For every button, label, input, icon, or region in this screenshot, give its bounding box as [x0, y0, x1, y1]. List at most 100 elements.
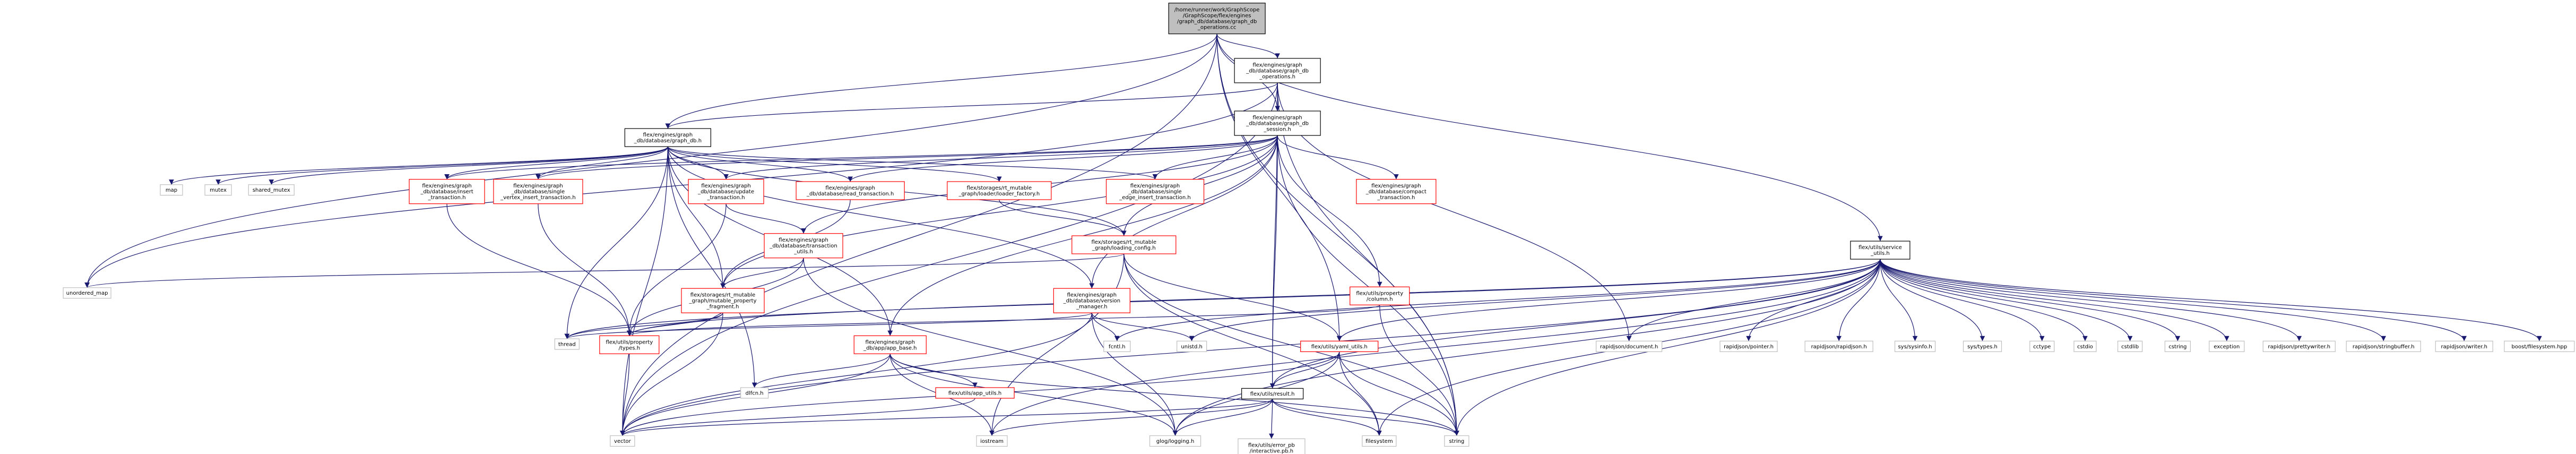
node-label-dlfcn-line-0: dlfcn.h — [746, 390, 764, 396]
edge-graph_db_h-to-shared_mutex — [269, 146, 669, 185]
edge-ops_h-to-unordered_map — [84, 82, 1278, 288]
node-result_h[interactable]: flex/utils/result.h — [1241, 388, 1304, 400]
node-root[interactable]: /home/runner/work/GraphScope/GraphScope/… — [1168, 3, 1266, 35]
node-box-boost_fs — [2504, 340, 2575, 352]
node-box-unordered_map — [63, 287, 111, 299]
node-app_utils[interactable]: flex/utils/app_utils.h — [935, 387, 1015, 399]
edge-session_h-to-single_vertex — [535, 135, 1278, 180]
node-label-cstdio-line-0: cstdio — [2077, 344, 2093, 350]
node-label-single_edge-line-1: _db/database/single — [1128, 189, 1181, 195]
node-box-yaml_utils — [1300, 340, 1379, 352]
node-label-mutable_fragment-line-1: _graph/mutable_property — [689, 298, 757, 304]
node-label-loading_config-line-1: _graph/loading_config.h — [1092, 245, 1156, 251]
node-insert_txn[interactable]: flex/engines/graph_db/database/insert_tr… — [409, 179, 485, 204]
node-iostream: iostream — [976, 435, 1008, 447]
node-property_column[interactable]: flex/utils/property/column.h — [1350, 286, 1410, 305]
edge-loader_factory-to-loading_config — [999, 199, 1127, 236]
node-label-vector-line-0: vector — [614, 439, 632, 444]
node-box-root — [1168, 3, 1266, 35]
node-txn_utils[interactable]: flex/engines/graph_db/database/transacti… — [764, 233, 843, 259]
node-box-loader_factory — [947, 181, 1052, 200]
node-label-unistd-line-0: unistd.h — [1181, 344, 1202, 350]
edge-app_base-to-glog — [889, 354, 1178, 436]
node-mutex: mutex — [204, 184, 232, 196]
node-box-service_utils_h — [1850, 241, 1911, 260]
node-label-insert_txn-line-1: _db/database/insert — [420, 189, 473, 195]
node-read_txn[interactable]: flex/engines/graph_db/database/read_tran… — [796, 181, 905, 200]
edge-root-to-unordered_map — [84, 33, 1217, 288]
edge-service_utils_h-to-boost_fs — [1880, 259, 2542, 341]
edge-graph_db_h-to-version_manager — [667, 147, 1095, 289]
node-label-read_txn-line-1: _db/database/read_transaction.h — [806, 191, 894, 197]
node-label-rj_pointer-line-0: rapidjson/pointer.h — [1724, 344, 1774, 350]
node-label-session_h-line-0: flex/engines/graph — [1252, 115, 1302, 121]
node-version_manager[interactable]: flex/engines/graph_db/database/version_m… — [1053, 288, 1130, 313]
node-label-compact_txn-line-1: _db/database/compact — [1365, 189, 1427, 195]
node-box-string — [1444, 435, 1469, 447]
node-single_edge[interactable]: flex/engines/graph_db/database/single_ed… — [1105, 179, 1205, 204]
node-fcntl: fcntl.h — [1103, 340, 1131, 352]
node-box-read_txn — [796, 181, 905, 200]
edge-graph_db_h-to-single_vertex — [535, 146, 669, 179]
node-box-session_h — [1234, 110, 1321, 136]
edge-graph_db_h-to-vector — [620, 147, 669, 436]
node-box-cstdio — [2073, 340, 2097, 352]
node-label-rj_document-line-0: rapidjson/document.h — [1600, 344, 1658, 350]
node-graph_db_h[interactable]: flex/engines/graph_db/database/graph_db.… — [624, 128, 712, 147]
node-vector: vector — [610, 435, 635, 447]
node-ops_h[interactable]: flex/engines/graph_db/database/graph_db_… — [1234, 58, 1321, 83]
node-loading_config[interactable]: flex/storages/rt_mutable_graph/loading_c… — [1071, 235, 1177, 254]
node-label-mutable_fragment-line-0: flex/storages/rt_mutable — [690, 293, 756, 298]
node-compact_txn[interactable]: flex/engines/graph_db/database/compact_t… — [1356, 179, 1437, 204]
node-label-error_pb-line-0: flex/utils/error_pb — [1248, 442, 1295, 448]
node-label-update_txn-line-1: _db/database/update — [697, 189, 754, 195]
node-label-txn_utils-line-2: _utils.h — [793, 249, 813, 255]
edges-layer — [84, 33, 2542, 439]
node-label-property_types-line-0: flex/utils/property — [606, 339, 653, 345]
node-label-unordered_map-line-0: unordered_map — [66, 290, 108, 296]
node-property_types[interactable]: flex/utils/property/types.h — [599, 335, 660, 354]
node-label-rj_prettywriter-line-0: rapidjson/prettywriter.h — [2268, 344, 2331, 350]
node-update_txn[interactable]: flex/engines/graph_db/database/update_tr… — [688, 179, 764, 204]
node-cstring: cstring — [2164, 340, 2191, 352]
edge-service_utils_h-to-cctype — [1880, 259, 2045, 341]
edge-loading_config-to-yaml_utils — [1123, 254, 1342, 341]
node-label-service_utils_h-line-0: flex/utils/service — [1858, 245, 1902, 251]
edge-graph_db_h-to-read_txn — [667, 146, 853, 182]
node-label-property_types-line-1: /types.h — [619, 345, 640, 351]
node-label-single_vertex-line-1: _db/database/single — [511, 189, 565, 195]
node-single_vertex[interactable]: flex/engines/graph_db/database/single_ve… — [493, 179, 583, 204]
edge-service_utils_h-to-thread — [564, 259, 1881, 339]
node-unistd: unistd.h — [1177, 340, 1207, 352]
node-label-version_manager-line-1: _db/database/version — [1063, 298, 1120, 304]
edge-service_utils_h-to-unistd — [1189, 259, 1881, 341]
edge-session_h-to-result_h — [1269, 135, 1278, 389]
node-label-app_base-line-0: flex/engines/graph — [866, 339, 915, 345]
node-loader_factory[interactable]: flex/storages/rt_mutable_graph/loader/lo… — [947, 181, 1052, 200]
edge-session_h-to-string — [1277, 135, 1459, 436]
node-label-yaml_utils-line-0: flex/utils/yaml_utils.h — [1311, 344, 1368, 350]
node-yaml_utils[interactable]: flex/utils/yaml_utils.h — [1300, 340, 1379, 352]
node-label-sys_types-line-0: sys/types.h — [1967, 344, 1998, 350]
node-app_base[interactable]: flex/engines/graph_db/app/app_base.h — [853, 335, 927, 354]
node-box-unistd — [1177, 340, 1207, 352]
node-label-mutable_fragment-line-2: _fragment.h — [706, 304, 739, 310]
edge-graph_db_h-to-mutex — [215, 146, 669, 185]
node-session_h[interactable]: flex/engines/graph_db/database/graph_db_… — [1234, 110, 1321, 136]
node-cctype: cctype — [2029, 340, 2055, 352]
node-label-app_utils-line-0: flex/utils/app_utils.h — [948, 390, 1001, 396]
edge-session_h-to-mutable_fragment — [720, 135, 1278, 289]
edge-service_utils_h-to-sys_sysinfo — [1880, 259, 1918, 341]
node-label-app_base-line-1: _db/app/app_base.h — [863, 345, 917, 351]
node-label-mutex-line-0: mutex — [210, 187, 227, 193]
node-label-result_h-line-0: flex/utils/result.h — [1250, 391, 1295, 397]
node-label-txn_utils-line-0: flex/engines/graph — [779, 237, 828, 243]
node-service_utils_h[interactable]: flex/utils/service_utils.h — [1850, 241, 1911, 260]
node-label-update_txn-line-0: flex/engines/graph — [701, 183, 751, 189]
edge-insert_txn-to-property_types — [446, 203, 632, 336]
node-label-insert_txn-line-0: flex/engines/graph — [422, 183, 472, 189]
node-mutable_fragment[interactable]: flex/storages/rt_mutable_graph/mutable_p… — [681, 288, 765, 313]
node-label-loading_config-line-0: flex/storages/rt_mutable — [1092, 239, 1157, 245]
node-rj_prettywriter: rapidjson/prettywriter.h — [2262, 340, 2336, 352]
